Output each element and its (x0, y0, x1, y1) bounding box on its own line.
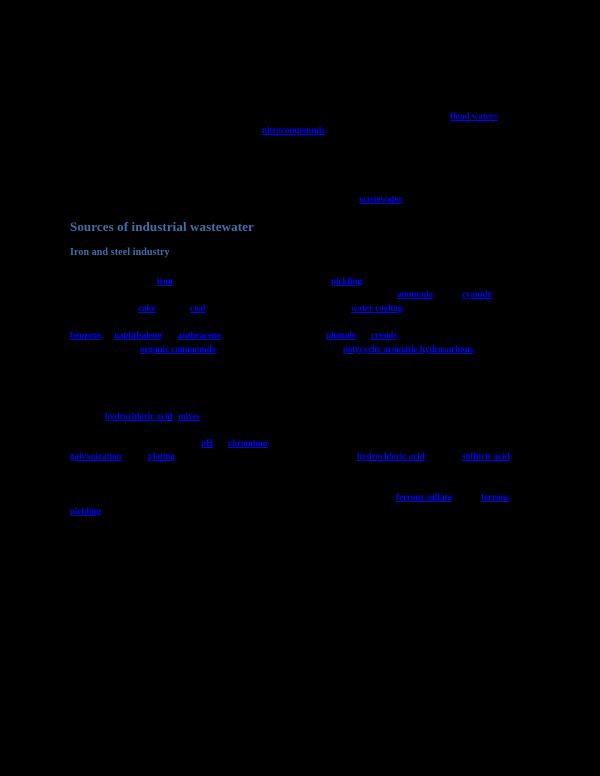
document-link[interactable]: benzene (70, 330, 101, 340)
document-link[interactable]: polycyclic aromatic hydrocarbons (343, 344, 474, 354)
document-link[interactable]: mixes (178, 411, 200, 421)
page-subsection-heading: Iron and steel industry (70, 247, 170, 258)
document-link[interactable]: organic compounds (140, 344, 216, 354)
document-link[interactable]: ferrous (481, 492, 509, 502)
document-link[interactable]: nitrocompounds (262, 125, 325, 135)
document-link[interactable]: plating (148, 451, 176, 461)
document-link[interactable]: coal (190, 303, 206, 313)
document-link[interactable]: hydrochloric acid (357, 451, 425, 461)
document-link[interactable]: iron (157, 276, 173, 286)
document-link[interactable]: sulfuric acid (462, 451, 510, 461)
document-link[interactable]: anthracene (178, 330, 221, 340)
page-section-heading: Sources of industrial wastewater (70, 219, 254, 234)
document-link[interactable]: galvanization (70, 451, 122, 461)
document-link[interactable]: coke (138, 303, 156, 313)
document-link[interactable]: cresols (371, 330, 397, 340)
document-link[interactable]: wastewater (359, 194, 403, 204)
document-link[interactable]: naphthalene (114, 330, 162, 340)
document-link[interactable]: ferrous sulfate (396, 492, 452, 502)
document-link[interactable]: ammonia (397, 289, 433, 299)
document-link[interactable]: pickling (70, 506, 102, 516)
document-link[interactable]: water cooling (351, 303, 403, 313)
document-link[interactable]: chromium (228, 438, 268, 448)
document-link[interactable]: pickling (331, 276, 363, 286)
document-link[interactable]: hydrochloric acid (105, 411, 173, 421)
document-link[interactable]: pH (201, 438, 214, 448)
document-link[interactable]: flood waters (450, 111, 498, 121)
document-link[interactable]: cyanide (462, 289, 492, 299)
document-link[interactable]: phenols (326, 330, 356, 340)
